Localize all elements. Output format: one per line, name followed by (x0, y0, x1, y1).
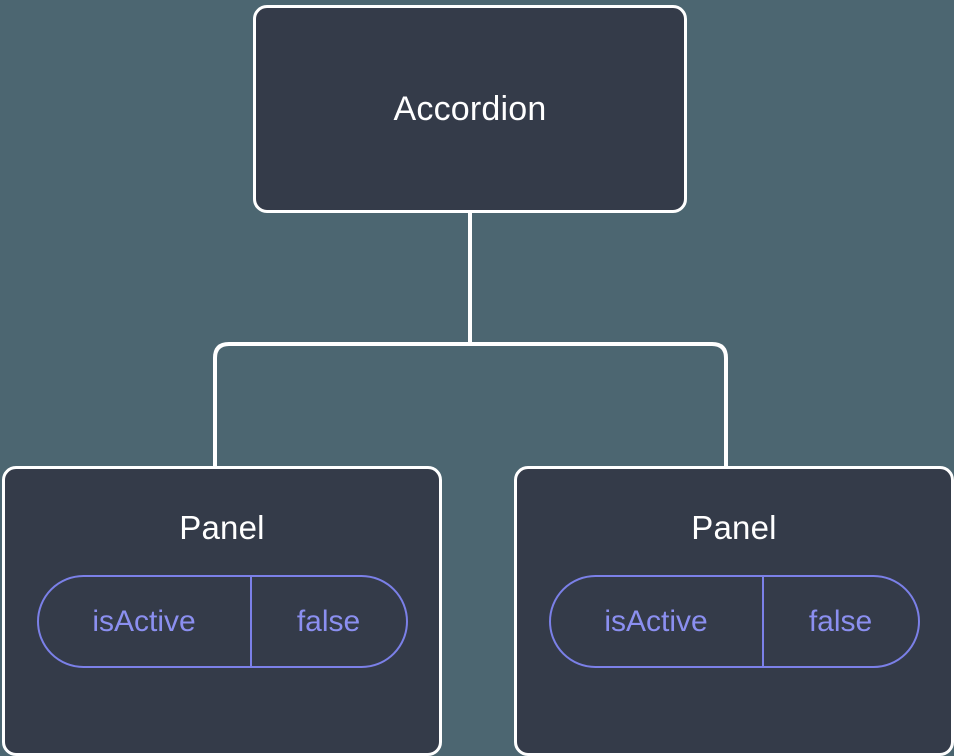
node-panel-left-label: Panel (179, 509, 265, 546)
prop-key-left: isActive (92, 604, 196, 638)
prop-value-left: false (249, 577, 406, 666)
node-panel-left[interactable]: Panel isActive false (2, 466, 442, 756)
node-accordion-label: Accordion (393, 90, 547, 128)
prop-value-right: false (761, 577, 918, 666)
node-panel-right-label: Panel (691, 509, 777, 546)
prop-pill-isactive-right[interactable]: isActive false (548, 575, 920, 668)
node-accordion[interactable]: Accordion (253, 5, 687, 213)
connector-branch-bus (213, 342, 728, 466)
diagram-canvas: Accordion Panel isActive false Panel isA… (2, 5, 954, 756)
prop-pill-isactive-left[interactable]: isActive false (36, 575, 408, 668)
node-panel-right[interactable]: Panel isActive false (514, 466, 954, 756)
prop-key-right: isActive (604, 604, 708, 638)
